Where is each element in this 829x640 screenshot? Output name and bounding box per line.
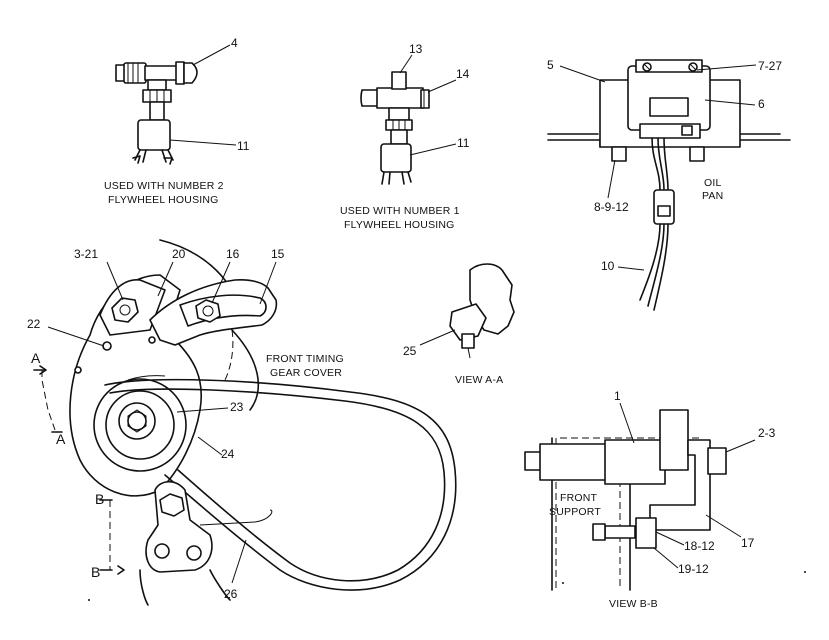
callout-16: 16 [226, 247, 240, 261]
callout-1: 1 [614, 389, 621, 403]
caption-front-support-line2: SUPPORT [549, 506, 601, 518]
callout-4: 4 [231, 36, 238, 50]
adjusting-bracket [149, 279, 278, 346]
section-lines [33, 365, 125, 575]
sender-assembly-flywheel-2 [115, 61, 198, 165]
section-mark-a-top: A [31, 350, 41, 366]
alternator-bracket [99, 279, 166, 336]
callout-14: 14 [456, 67, 470, 81]
caption-timing-cover-line1: FRONT TIMING [266, 353, 344, 365]
caption-oil-pan-line1: OIL [704, 177, 722, 189]
caption-view-b-b: VIEW B-B [609, 598, 658, 610]
callout-3-21: 3-21 [74, 247, 99, 261]
callout-5: 5 [547, 58, 554, 72]
caption-view-a-a: VIEW A-A [455, 374, 504, 386]
callout-2-3: 2-3 [758, 426, 776, 440]
specks [88, 571, 806, 601]
callout-17: 17 [741, 536, 755, 550]
front-support-assembly [524, 409, 727, 591]
callout-7-27: 7-27 [758, 59, 783, 73]
caption-flywheel-2-line2: FLYWHEEL HOUSING [108, 194, 219, 206]
callout-20: 20 [172, 247, 186, 261]
sender-assembly-flywheel-1 [360, 71, 430, 185]
callout-19-12: 19-12 [678, 562, 709, 576]
section-mark-b-top: B [95, 491, 105, 507]
caption-flywheel-1-line2: FLYWHEEL HOUSING [344, 219, 455, 231]
callout-11-upper-left: 11 [237, 139, 250, 153]
lower-mounting-bracket [139, 480, 273, 606]
callout-26: 26 [224, 587, 238, 601]
fan-belt [104, 375, 457, 591]
callout-22: 22 [27, 317, 41, 331]
caption-timing-cover-line2: GEAR COVER [270, 367, 343, 379]
caption-front-support-line1: FRONT [560, 492, 598, 504]
callout-23: 23 [230, 400, 244, 414]
callout-24: 24 [221, 447, 235, 461]
oil-pan-switch-assembly [547, 59, 791, 311]
caption-flywheel-2-line1: USED WITH NUMBER 2 [104, 180, 224, 192]
callout-8-9-12: 8-9-12 [594, 200, 629, 214]
callout-11-upper-middle: 11 [457, 136, 470, 150]
callout-18-12: 18-12 [684, 539, 715, 553]
section-mark-a-bottom: A [56, 431, 66, 447]
view-a-a-part [449, 263, 515, 359]
leader-lines [47, 44, 757, 584]
callout-15: 15 [271, 247, 285, 261]
section-mark-b-bottom: B [91, 564, 101, 580]
callout-10: 10 [601, 259, 615, 273]
callout-6: 6 [758, 97, 765, 111]
caption-flywheel-1-line1: USED WITH NUMBER 1 [340, 205, 460, 217]
callout-13: 13 [409, 42, 423, 56]
callout-25: 25 [403, 344, 417, 358]
caption-oil-pan-line2: PAN [702, 190, 724, 202]
